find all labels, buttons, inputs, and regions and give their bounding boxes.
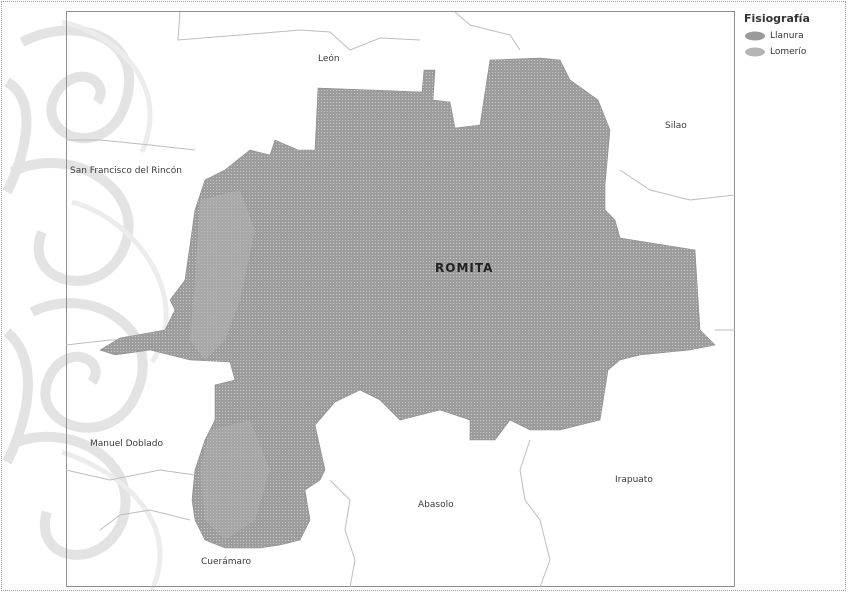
label-romita: ROMITA [435,261,493,275]
legend-label: Llanura [770,31,804,41]
label-leon: León [318,53,340,64]
boundary-lines [65,11,736,588]
map-frame [66,11,735,587]
label-manuel-doblado: Manuel Doblado [90,439,163,449]
legend-label: Lomerío [770,47,807,57]
lomerio-area [190,190,255,360]
lomerio-swatch-icon [745,47,765,57]
lomerio-area [200,420,270,540]
romita-polygon [99,57,716,549]
label-irapuato: Irapuato [615,475,653,485]
label-abasolo: Abasolo [418,500,454,510]
label-silao: Silao [665,121,687,131]
legend-item-lomerio: Lomerío [744,45,844,59]
legend-title: Fisiografía [744,12,810,25]
llanura-swatch-icon [745,31,765,41]
label-san-francisco: San Francisco del Rincón [70,165,182,176]
label-cueramaro: Cuerámaro [201,557,252,567]
legend-item-llanura: Llanura [744,29,844,43]
legend: Fisiografía Llanura Lomerío [744,12,844,61]
